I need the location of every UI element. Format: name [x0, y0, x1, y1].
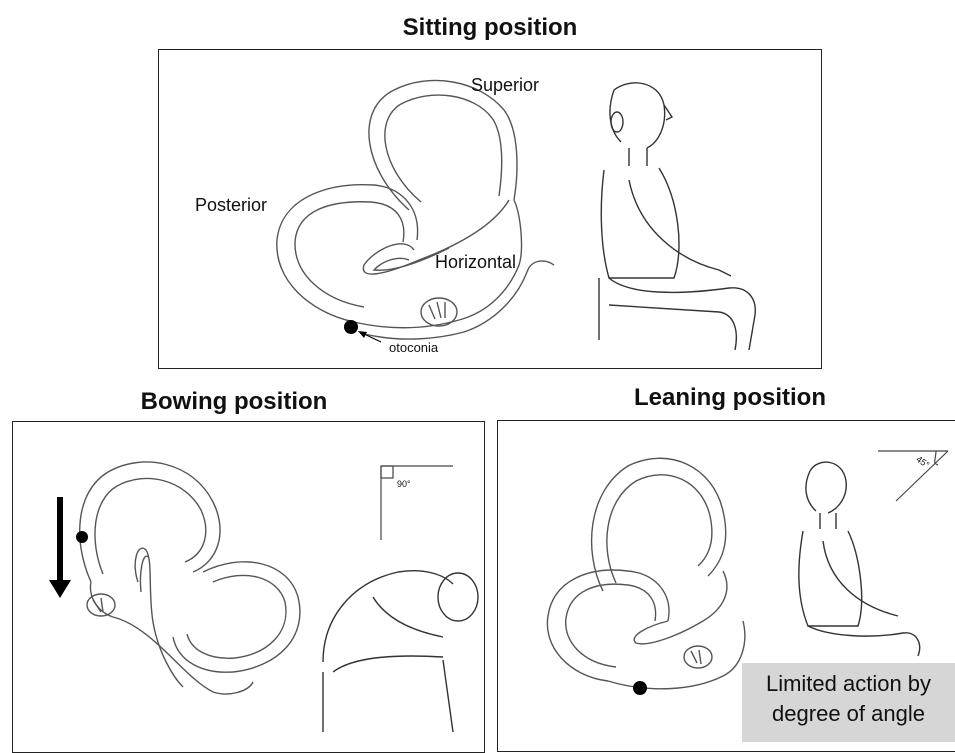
sitting-panel: Superior Posterior Horizontal otoconia: [158, 49, 822, 369]
note-line-2: degree of angle: [742, 699, 955, 729]
bowing-title: Bowing position: [84, 388, 384, 416]
bowing-panel: 90°: [12, 421, 485, 753]
bowing-person-illustration: [13, 422, 484, 752]
horizontal-label: Horizontal: [435, 252, 516, 273]
sitting-title: Sitting position: [340, 14, 640, 42]
note-line-1: Limited action by: [742, 669, 955, 699]
limited-action-note: Limited action by degree of angle: [742, 663, 955, 742]
otoconia-label: otoconia: [389, 340, 438, 355]
superior-label: Superior: [471, 75, 539, 96]
leaning-title: Leaning position: [580, 384, 880, 412]
posterior-label: Posterior: [195, 195, 267, 216]
